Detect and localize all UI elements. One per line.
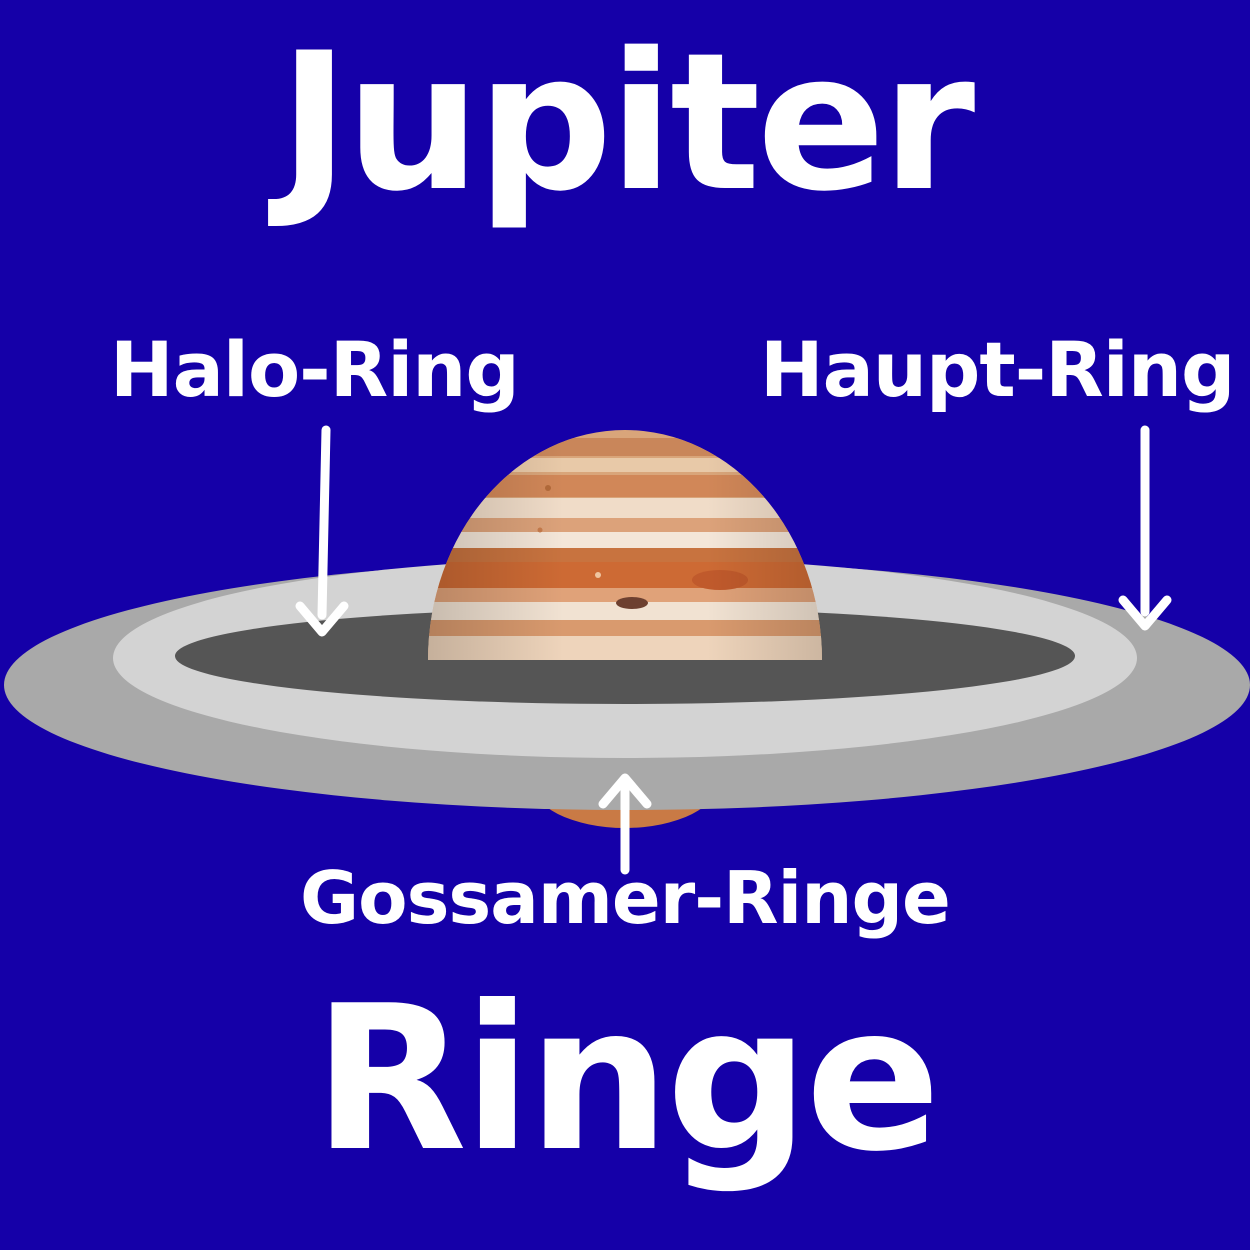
arrow-icon <box>598 773 652 875</box>
arrow-icon <box>295 425 349 637</box>
label-halo-ring: Halo-Ring <box>110 325 520 414</box>
label-haupt-ring: Haupt-Ring <box>760 325 1235 414</box>
title-jupiter: Jupiter <box>278 12 975 233</box>
arrow-icon <box>1118 425 1172 631</box>
planet-jupiter <box>428 430 822 660</box>
title-ringe: Ringe <box>313 963 941 1196</box>
label-gossamer-ringe: Gossamer-Ringe <box>300 856 951 940</box>
